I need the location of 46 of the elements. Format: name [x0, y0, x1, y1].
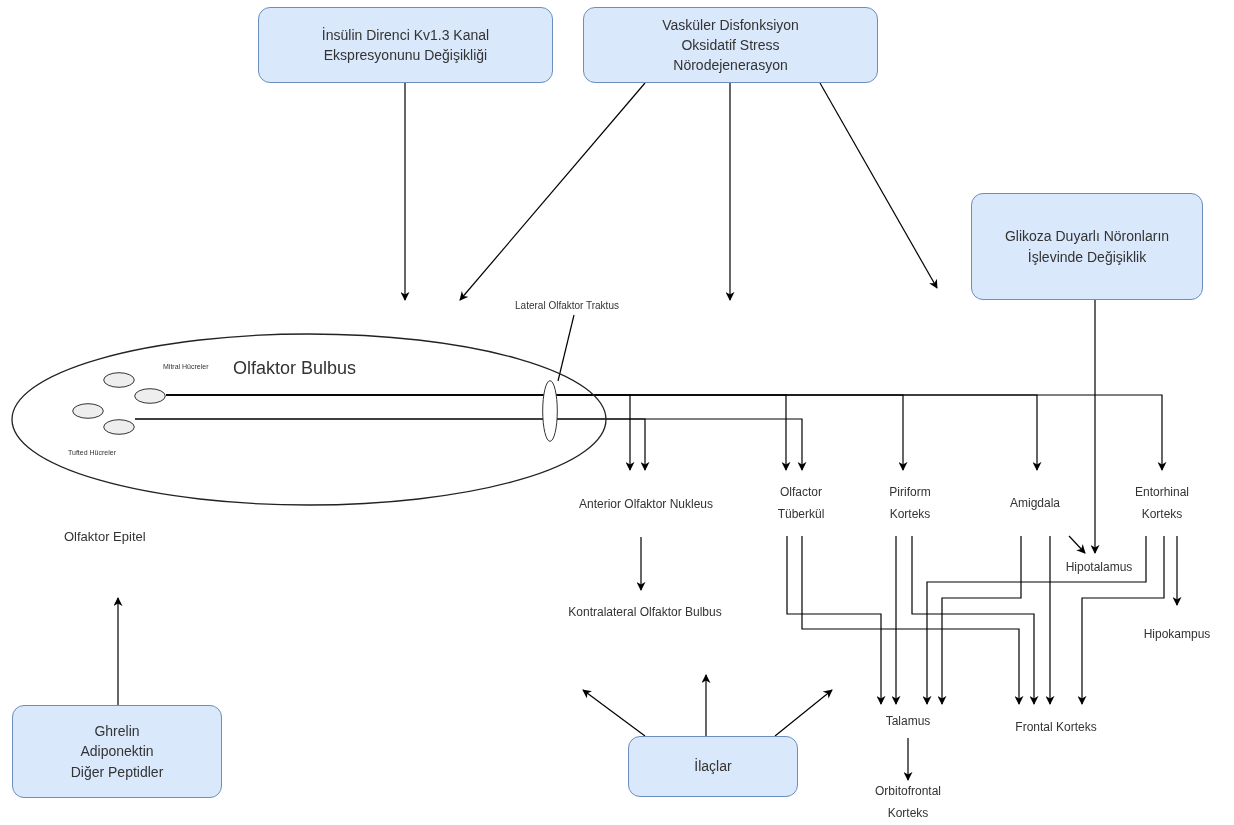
region-label: Olfactor Tüberkül: [766, 470, 836, 536]
arrow: [937, 535, 1022, 705]
arrow: [1172, 535, 1182, 606]
arrow: [582, 689, 646, 737]
factor-box: Ghrelin Adiponektin Diğer Peptidler: [12, 705, 222, 798]
arrow: [774, 689, 833, 737]
cause-box: Vasküler Disfonksiyon Oksidatif Stress Nörodejenerasyon: [583, 7, 878, 83]
arrow: [922, 535, 1147, 705]
region-label: Talamus: [866, 704, 950, 738]
arrow: [1077, 535, 1165, 705]
arrow: [891, 535, 901, 705]
arrow: [725, 82, 735, 301]
arrow: [636, 536, 646, 591]
cause-box: Glikoza Duyarlı Nöronların İşlevinde Değişiklik: [971, 193, 1203, 300]
arrow: [819, 82, 938, 289]
arrow: [701, 674, 711, 737]
region-label: Anterior Olfaktor Nukleus: [555, 470, 737, 537]
arrow: [1090, 299, 1100, 554]
arrow: [1068, 535, 1086, 554]
structure-label: Lateral Olfaktor Traktus: [488, 296, 646, 315]
region-label: Hipotalamus: [1050, 553, 1148, 581]
arrow: [911, 535, 1039, 705]
cell-ellipse: [72, 403, 104, 419]
region-label: Orbitofrontal Korteks: [858, 780, 958, 824]
cell-ellipse: [103, 372, 135, 388]
region-label: Amigdala: [1001, 470, 1069, 536]
arrow: [459, 82, 646, 301]
arrow: [1045, 535, 1055, 705]
region-label: Olfaktor Epitel: [64, 528, 146, 546]
arrow: [786, 535, 886, 705]
tract-ellipse: [542, 380, 558, 442]
cell-ellipse: [134, 388, 166, 404]
drug-box: İlaçlar: [628, 736, 798, 797]
region-label: Frontal Korteks: [996, 704, 1116, 750]
arrow: [801, 535, 1024, 705]
leader-line: [557, 314, 575, 382]
arrow: [400, 82, 410, 301]
cell-ellipse: [103, 419, 135, 435]
region-label: Hipokampus: [1128, 605, 1226, 663]
region-label: Piriform Korteks: [878, 470, 942, 536]
cause-box: İnsülin Direnci Kv1.3 Kanal Ekspresyonunu Değişikliği: [258, 7, 553, 83]
arrow: [134, 418, 807, 471]
arrow: [903, 737, 913, 781]
arrow: [113, 597, 123, 706]
region-label: Entorhinal Korteks: [1122, 470, 1202, 536]
region-label: Kontralateral Olfaktor Bulbus: [538, 590, 752, 634]
